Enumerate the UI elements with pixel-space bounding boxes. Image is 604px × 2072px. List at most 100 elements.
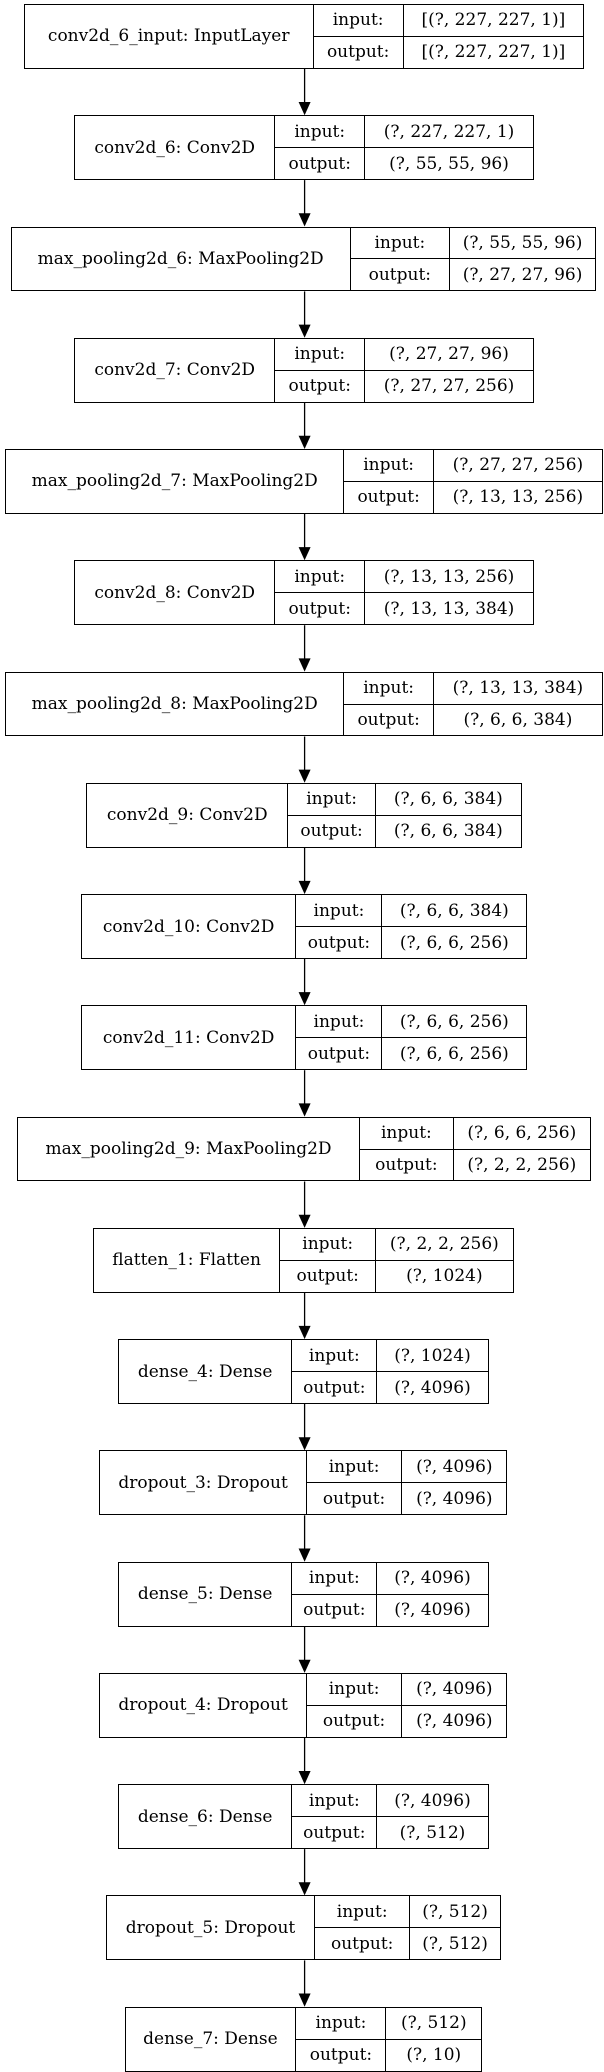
layer-input-shape: (?, 6, 6, 256) xyxy=(467,1123,577,1144)
edge-arrowhead xyxy=(298,1437,311,1451)
layer-io-table: input:(?, 27, 27, 256)output: (?, 13, 13,… xyxy=(344,450,602,513)
edge-arrowhead xyxy=(298,1214,311,1228)
layer-output-row: output:(?, 512) xyxy=(315,1927,500,1960)
layer-output-label: output: xyxy=(360,1149,454,1181)
layer-output-label: output: xyxy=(307,1483,403,1515)
layer-output-label: output: xyxy=(292,1372,378,1403)
edge-arrowhead xyxy=(298,1993,311,2007)
edge-arrowhead xyxy=(298,1325,311,1340)
layer-output-shape: (?, 10) xyxy=(406,2045,462,2066)
layer-io-table: input:(?, 227, 227, 1)output:(?, 55, 55,… xyxy=(275,116,533,180)
layer-output-row: output: (?, 6, 6, 384) xyxy=(288,814,521,847)
layer-output-row: output: (?, 1024) xyxy=(280,1259,513,1292)
layer-output-label: output: xyxy=(315,1928,411,1960)
edge-arrowhead xyxy=(298,547,311,561)
layer-input-label: input: xyxy=(344,450,435,481)
layer-input-label: input: xyxy=(307,1673,403,1705)
edge-arrowhead xyxy=(298,102,311,116)
layer-input-label: input: xyxy=(292,1562,378,1594)
layer-output-shape: (?, 2, 2, 256) xyxy=(467,1155,577,1176)
layer-output-label: output: xyxy=(314,36,404,68)
layer-input-label: input: xyxy=(307,1451,403,1483)
layer-name: conv2d_11: Conv2D xyxy=(82,1006,297,1070)
layer-io-table: input:(?, 6, 6, 256)output:(?, 6, 6, 256… xyxy=(296,1006,527,1070)
layer-input-label: input: xyxy=(288,783,376,815)
layer-output-shape: (?, 6, 6, 256) xyxy=(399,1043,509,1064)
layer-name: max_pooling2d_8: MaxPooling2D xyxy=(6,672,345,736)
layer-output-row: output:(?, 4096) xyxy=(292,1371,488,1403)
layer-name: conv2d_6_input: InputLayer xyxy=(25,5,314,68)
layer-output-row: output: (?, 27, 27, 96) xyxy=(350,258,596,291)
layer-io-table: input:(?, 55, 55, 96)output:(?, 27, 27, … xyxy=(350,227,596,291)
edge-arrowhead xyxy=(298,1882,311,1896)
layer-input-shape: (?, 55, 55, 96) xyxy=(462,232,583,253)
layer-output-shape: (?, 4096) xyxy=(416,1711,493,1732)
layer-input-row: input:(?, 13, 13, 256) xyxy=(275,561,533,593)
layer-input-shape: (?, 27, 27, 96) xyxy=(389,344,509,365)
layer-input-shape: (?, 512) xyxy=(400,2013,467,2034)
edge-arrowhead xyxy=(298,1548,311,1562)
layer-output-shape: (?, 13, 13, 256) xyxy=(452,487,584,508)
layer-output-label: output: xyxy=(275,148,366,180)
layer-output-shape: (?, 55, 55, 96) xyxy=(389,153,509,174)
edge-arrowhead xyxy=(298,324,311,338)
layer-input-shape: [(?, 227, 227, 1)] xyxy=(421,10,566,31)
layer-input-row: input:(?, 4096) xyxy=(307,1451,506,1483)
layer-io-table: input:(?, 4096)output:(?, 4096) xyxy=(306,1673,507,1737)
layer-io-table: input:(?, 13, 13, 256)output:(?, 13, 13,… xyxy=(275,561,533,625)
edge-arrowhead xyxy=(298,992,311,1006)
layer-output-shape: (?, 6, 6, 384) xyxy=(393,821,503,842)
layer-output-label: output: xyxy=(280,1260,376,1292)
layer-io-table: input: (?, 6, 6, 256) output: (?, 2, 2, 256… xyxy=(359,1117,590,1181)
layer-input-label: input: xyxy=(275,561,366,593)
layer-output-row: output: [(?, 227, 227, 1)] xyxy=(313,35,584,68)
layer-input-row: input:(?, 512) xyxy=(315,1896,500,1928)
layer-output-label: output: xyxy=(296,2039,387,2071)
layer-input-row: input: (?, 4096) xyxy=(307,1673,506,1705)
layer-input-row: input:(?, 2, 2, 256) xyxy=(280,1228,512,1260)
layer-input-shape: (?, 6, 6, 384) xyxy=(393,789,503,810)
layer-output-shape: (?, 27, 27, 256) xyxy=(383,376,515,397)
layer-name: conv2d_7: Conv2D xyxy=(75,338,276,402)
layer-io-table: input:(?, 512)output:(?, 512) xyxy=(315,1896,500,1960)
layer-output-row: output:(?, 13, 13, 384) xyxy=(275,592,533,625)
layer-input-label: input: xyxy=(275,338,366,370)
layer-io-table: input:(?, 13, 13, 384)output: (?, 6, 6, 3… xyxy=(344,672,602,736)
layer-io-table: input:(?, 1024)output:(?, 4096) xyxy=(292,1340,488,1403)
layer-input-label: input: xyxy=(292,1340,378,1372)
layer-output-label: output: xyxy=(351,259,450,291)
layer-output-shape: [(?, 227, 227, 1)] xyxy=(421,42,566,63)
layer-output-shape: (?, 1024) xyxy=(406,1266,483,1287)
layer-input-row: input:[(?, 227, 227, 1)] xyxy=(314,5,584,36)
layer-input-row: input:(?, 1024) xyxy=(292,1340,487,1372)
layer-output-row: output:(?, 6, 6, 256) xyxy=(296,926,527,958)
layer-input-label: input: xyxy=(280,1228,376,1260)
layer-io-table: input:(?, 2, 2, 256)output: (?, 1024) xyxy=(280,1228,513,1292)
layer-input-shape: (?, 4096) xyxy=(416,1679,493,1700)
layer-name: dense_4: Dense xyxy=(119,1340,293,1403)
layer-output-label: output: xyxy=(344,481,435,513)
layer-output-shape: (?, 6, 6, 384) xyxy=(463,710,573,731)
layer-output-shape: (?, 27, 27, 96) xyxy=(462,264,583,285)
layer-output-label: output: xyxy=(296,1038,383,1070)
layer-name: dense_7: Dense xyxy=(126,2007,297,2071)
layer-output-shape: (?, 512) xyxy=(399,1822,466,1843)
layer-input-label: input: xyxy=(275,116,366,148)
layer-output-shape: (?, 4096) xyxy=(394,1600,471,1621)
layer-input-label: input: xyxy=(360,1117,454,1149)
layer-input-row: input:(?, 13, 13, 384) xyxy=(344,672,602,704)
layer-input-row: input:(?, 27, 27, 256) xyxy=(344,450,602,481)
layer-output-label: output: xyxy=(344,704,435,736)
layer-output-label: output: xyxy=(288,815,376,847)
